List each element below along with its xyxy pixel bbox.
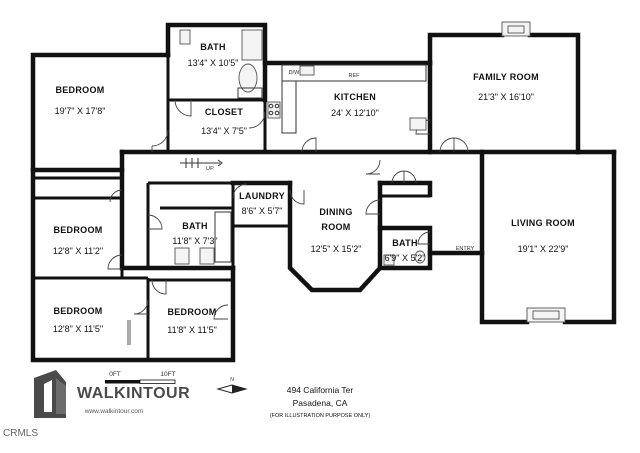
- svg-text:CLOSET: CLOSET: [205, 107, 244, 117]
- stairs: [180, 158, 223, 168]
- svg-text:8'6" X 5'7": 8'6" X 5'7": [242, 206, 283, 216]
- svg-text:BEDROOM: BEDROOM: [53, 306, 102, 316]
- bath-mid-fixtures: [174, 211, 232, 265]
- svg-text:11'8" X 11'5": 11'8" X 11'5": [167, 325, 217, 335]
- svg-text:6'9" X 5'2": 6'9" X 5'2": [385, 253, 426, 263]
- room-kitchen: KITCHEN 24' X 12'10": [331, 92, 379, 118]
- svg-text:19'7" X 17'8": 19'7" X 17'8": [55, 106, 106, 116]
- svg-text:LIVING ROOM: LIVING ROOM: [511, 218, 575, 228]
- door-swings: [107, 99, 469, 345]
- room-bedroom-sw: BEDROOM 12'8" X 11'5": [53, 306, 103, 334]
- walkintour-logo-icon: [34, 370, 66, 418]
- svg-text:ROOM: ROOM: [321, 222, 350, 232]
- interior-walls: [35, 55, 430, 360]
- svg-text:24' X 12'10": 24' X 12'10": [331, 108, 379, 118]
- bath-small-fixtures: [383, 250, 426, 266]
- room-closet: CLOSET 13'4" X 7'5": [201, 107, 247, 136]
- svg-text:0FT: 0FT: [109, 371, 121, 378]
- disclaimer: (FOR ILLUSTRATION PURPOSE ONLY): [270, 413, 371, 419]
- svg-text:13'4" X 10'5": 13'4" X 10'5": [188, 58, 239, 68]
- kitchen-fixtures: [267, 64, 427, 134]
- address-line-2: Pasadena, CA: [293, 398, 348, 408]
- svg-text:19'1" X 22'9": 19'1" X 22'9": [518, 244, 569, 254]
- stairs-up-label: UP: [206, 166, 214, 172]
- exterior-walls: [30, 22, 617, 363]
- brand-name: WALKINTOUR: [77, 385, 190, 402]
- compass-icon: N: [216, 377, 248, 394]
- room-bath-mid: BATH 11'8" X 7'3": [172, 221, 217, 246]
- svg-text:10FT: 10FT: [160, 371, 175, 378]
- fireplace-north: [501, 21, 531, 37]
- room-bedroom-w: BEDROOM 12'8" X 11'2": [53, 225, 103, 256]
- room-living: LIVING ROOM 19'1" X 22'9": [511, 218, 575, 254]
- svg-text:BATH: BATH: [392, 238, 418, 248]
- dishwasher-label: D/W: [289, 70, 301, 76]
- svg-text:BATH: BATH: [182, 221, 208, 231]
- bath-top-fixtures: [179, 29, 263, 99]
- entry-label: ENTRY: [456, 246, 475, 252]
- crmls-watermark: CRMLS: [3, 428, 38, 439]
- room-dining: DINING ROOM 12'5" X 15'2": [311, 207, 362, 254]
- scale-bar: 0FT 10FT: [105, 371, 176, 384]
- svg-text:11'8" X 7'3": 11'8" X 7'3": [172, 236, 217, 246]
- room-laundry: LAUNDRY 8'6" X 5'7": [239, 191, 285, 216]
- svg-text:FAMILY ROOM: FAMILY ROOM: [473, 72, 539, 82]
- refrigerator-label: REF: [349, 73, 361, 79]
- svg-text:KITCHEN: KITCHEN: [334, 92, 376, 102]
- address-line-1: 494 California Ter: [287, 385, 354, 395]
- svg-text:BATH: BATH: [200, 42, 226, 52]
- svg-text:LAUNDRY: LAUNDRY: [239, 191, 285, 201]
- fireplace-south: [526, 307, 566, 323]
- room-bedroom-nw: BEDROOM 19'7" X 17'8": [55, 85, 106, 116]
- svg-text:DINING: DINING: [319, 207, 352, 217]
- room-bath-top: BATH 13'4" X 10'5": [188, 42, 239, 68]
- svg-text:13'4" X 7'5": 13'4" X 7'5": [201, 126, 247, 136]
- brand-url: www.walkintour.com: [84, 408, 144, 415]
- svg-text:BEDROOM: BEDROOM: [53, 225, 102, 235]
- svg-text:12'8" X 11'2": 12'8" X 11'2": [53, 246, 103, 256]
- room-bath-small: BATH 6'9" X 5'2": [385, 238, 426, 263]
- svg-text:BEDROOM: BEDROOM: [167, 307, 216, 317]
- svg-text:BEDROOM: BEDROOM: [55, 85, 104, 95]
- room-family: FAMILY ROOM 21'3" X 16'10": [473, 72, 539, 102]
- room-bedroom-s: BEDROOM 11'8" X 11'5": [167, 307, 217, 335]
- svg-text:12'5" X 15'2": 12'5" X 15'2": [311, 244, 362, 254]
- svg-text:N: N: [230, 377, 234, 383]
- svg-text:21'3" X 16'10": 21'3" X 16'10": [478, 92, 534, 102]
- svg-text:12'8" X 11'5": 12'8" X 11'5": [53, 324, 103, 334]
